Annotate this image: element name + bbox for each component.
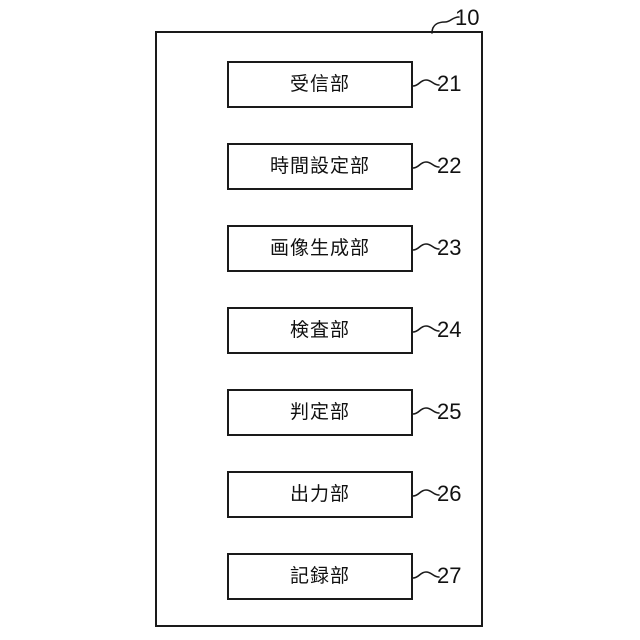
system-reference-numeral: 10 <box>455 5 480 30</box>
component-box-inspection-unit[interactable]: 検査部 <box>227 307 413 354</box>
component-reference-numeral: 24 <box>437 317 462 342</box>
component-reference-numeral: 25 <box>437 399 462 424</box>
component-reference-numeral: 26 <box>437 481 462 506</box>
component-label: 検査部 <box>289 319 350 341</box>
component-label: 判定部 <box>289 401 350 423</box>
component-label: 画像生成部 <box>269 237 370 259</box>
component-label: 記録部 <box>289 565 350 587</box>
component-box-time-setting-unit[interactable]: 時間設定部 <box>227 143 413 190</box>
component-reference-numeral: 22 <box>437 153 462 178</box>
component-label: 出力部 <box>289 483 350 505</box>
component-reference-numeral: 21 <box>437 71 462 96</box>
component-box-image-generation-unit[interactable]: 画像生成部 <box>227 225 413 272</box>
component-label: 受信部 <box>289 73 350 95</box>
component-box-recording-unit[interactable]: 記録部 <box>227 553 413 600</box>
component-box-output-unit[interactable]: 出力部 <box>227 471 413 518</box>
component-reference-numeral: 27 <box>437 563 462 588</box>
component-box-determination-unit[interactable]: 判定部 <box>227 389 413 436</box>
component-reference-numeral: 23 <box>437 235 462 260</box>
component-label: 時間設定部 <box>269 155 370 177</box>
component-box-receiving-unit[interactable]: 受信部 <box>227 61 413 108</box>
